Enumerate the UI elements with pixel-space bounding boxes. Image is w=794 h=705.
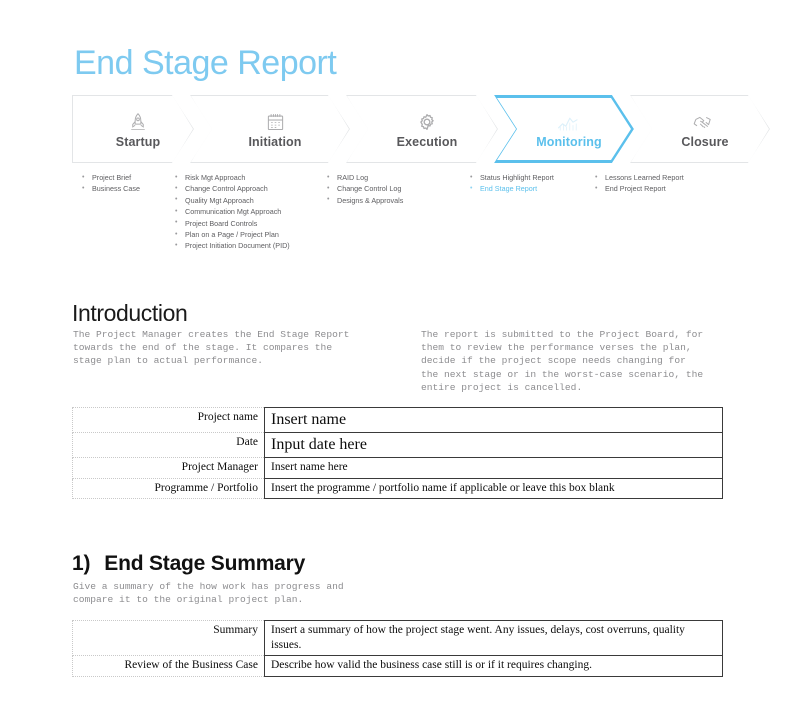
section-number: 1) bbox=[72, 552, 91, 575]
list-item: Change Control Approach bbox=[175, 183, 290, 195]
page-title: End Stage Report bbox=[74, 44, 337, 82]
list-item: Lessons Learned Report bbox=[595, 171, 684, 183]
end-stage-summary-table: Summary Insert a summary of how the proj… bbox=[72, 620, 723, 677]
deliverables-initiation: Risk Mgt Approach Change Control Approac… bbox=[175, 171, 290, 252]
row-value[interactable]: Insert the programme / portfolio name if… bbox=[264, 477, 723, 499]
list-item: End Project Report bbox=[595, 183, 684, 195]
list-item: Plan on a Page / Project Plan bbox=[175, 229, 290, 241]
row-label: Programme / Portfolio bbox=[72, 477, 265, 499]
section-one-heading: 1) End Stage Summary bbox=[72, 552, 305, 576]
list-item: Status Highlight Report bbox=[470, 171, 554, 183]
table-row: Date Input date here bbox=[72, 432, 723, 458]
table-row: Programme / Portfolio Insert the program… bbox=[72, 477, 723, 499]
row-value[interactable]: Insert name bbox=[264, 407, 723, 433]
row-label: Review of the Business Case bbox=[72, 655, 265, 677]
list-item: RAID Log bbox=[327, 171, 403, 183]
introduction-right-paragraph: The report is submitted to the Project B… bbox=[421, 329, 704, 393]
row-value[interactable]: Describe how valid the business case sti… bbox=[264, 655, 723, 677]
stage-chevron-initiation[interactable]: Initiation bbox=[190, 95, 350, 163]
stage-label: Closure bbox=[681, 134, 729, 149]
row-value[interactable]: Insert name here bbox=[264, 457, 723, 479]
deliverables-startup: Project Brief Business Case bbox=[82, 171, 140, 195]
row-value[interactable]: Input date here bbox=[264, 432, 723, 458]
table-row: Project Manager Insert name here bbox=[72, 457, 723, 479]
list-item: Communication Mgt Approach bbox=[175, 206, 290, 218]
table-row: Summary Insert a summary of how the proj… bbox=[72, 620, 723, 656]
list-item: Project Initiation Document (PID) bbox=[175, 240, 290, 252]
stage-flow: Startup Initiation bbox=[72, 95, 722, 163]
list-item: Business Case bbox=[82, 183, 140, 195]
list-item: Change Control Log bbox=[327, 183, 403, 195]
deliverables-closure: Lessons Learned Report End Project Repor… bbox=[595, 171, 684, 195]
line-chart-icon bbox=[556, 110, 582, 132]
stage-chevron-startup[interactable]: Startup bbox=[72, 95, 194, 163]
list-item-end-stage-report: End Stage Report bbox=[470, 183, 554, 195]
row-label: Project Manager bbox=[72, 457, 265, 479]
calendar-icon bbox=[262, 110, 288, 132]
stage-chevron-closure[interactable]: Closure bbox=[630, 95, 770, 163]
gear-icon bbox=[414, 110, 440, 132]
list-item: Risk Mgt Approach bbox=[175, 171, 290, 183]
stage-chevron-execution[interactable]: Execution bbox=[346, 95, 498, 163]
list-item: Project Brief bbox=[82, 171, 140, 183]
project-details-table: Project name Insert name Date Input date… bbox=[72, 407, 723, 499]
introduction-heading: Introduction bbox=[72, 300, 188, 326]
list-item: Quality Mgt Approach bbox=[175, 194, 290, 206]
rocket-icon bbox=[125, 110, 151, 132]
stage-label: Monitoring bbox=[536, 134, 602, 149]
deliverables-monitoring: Status Highlight Report End Stage Report bbox=[470, 171, 554, 195]
section-title: End Stage Summary bbox=[104, 552, 306, 575]
list-item: Project Board Controls bbox=[175, 217, 290, 229]
row-value[interactable]: Insert a summary of how the project stag… bbox=[264, 620, 723, 656]
row-label: Date bbox=[72, 432, 265, 458]
row-label: Project name bbox=[72, 407, 265, 433]
deliverables-execution: RAID Log Change Control Log Designs & Ap… bbox=[327, 171, 403, 206]
introduction-left-paragraph: The Project Manager creates the End Stag… bbox=[73, 329, 350, 367]
stage-label: Startup bbox=[115, 134, 161, 149]
table-row: Review of the Business Case Describe how… bbox=[72, 655, 723, 677]
handshake-icon bbox=[692, 110, 718, 132]
list-item: Designs & Approvals bbox=[327, 194, 403, 206]
stage-label: Execution bbox=[396, 134, 458, 149]
row-label: Summary bbox=[72, 620, 265, 656]
section-one-description: Give a summary of the how work has progr… bbox=[73, 581, 344, 606]
stage-label: Initiation bbox=[248, 134, 302, 149]
stage-chevron-monitoring[interactable]: Monitoring bbox=[494, 95, 634, 163]
table-row: Project name Insert name bbox=[72, 407, 723, 433]
